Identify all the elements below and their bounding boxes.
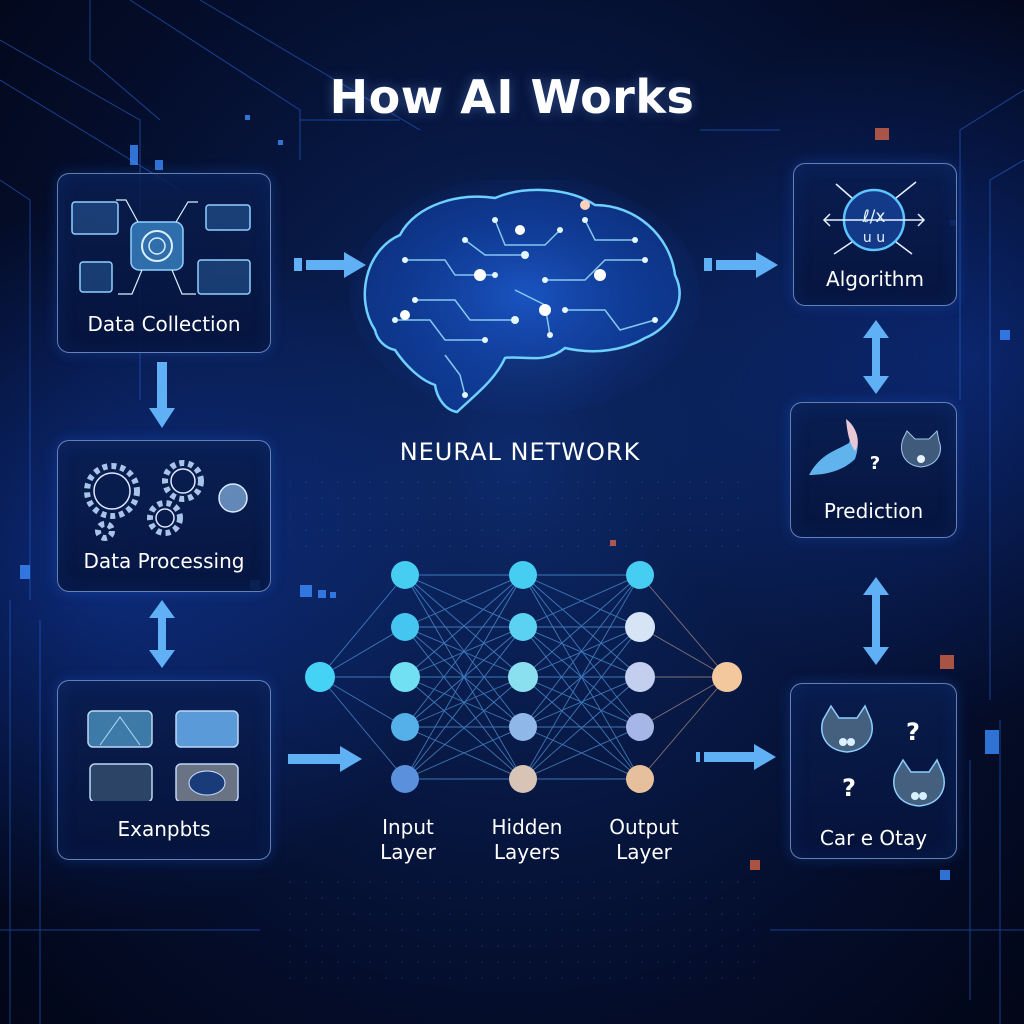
card-label: Prediction xyxy=(823,499,924,523)
card-label: Data Processing xyxy=(83,549,245,573)
card-examples: Exanpbts xyxy=(57,680,271,860)
arrow-updown-icon xyxy=(863,320,889,394)
card-label: Exanpbts xyxy=(117,817,211,841)
arrow-updown-icon xyxy=(863,577,889,665)
card-label: Car e Otay xyxy=(819,826,928,850)
svg-text:?: ? xyxy=(842,774,856,802)
svg-text:u u: u u xyxy=(863,230,885,246)
card-data-processing: Data Processing xyxy=(57,440,271,592)
svg-text:?: ? xyxy=(906,718,920,746)
card-cat-prediction: ? ? Car e Otay xyxy=(790,683,957,859)
arrow-right-icon xyxy=(294,252,366,278)
svg-text:ℓ/x: ℓ/x xyxy=(862,207,886,227)
neural-network-label: NEURAL NETWORK xyxy=(399,438,641,466)
card-prediction: ? Prediction xyxy=(790,402,957,538)
devices-icon xyxy=(71,199,251,295)
bird-cat-question-icon: ? xyxy=(809,419,941,475)
page-title: How AI Works xyxy=(329,70,695,124)
arrow-down-icon xyxy=(149,362,175,428)
formula-compass-icon: ℓ/x u u xyxy=(822,181,926,255)
brain-circuit-icon xyxy=(350,180,700,415)
card-algorithm: ℓ/x u u Algorithm xyxy=(793,163,957,306)
arrow-updown-icon xyxy=(149,600,175,668)
card-label: Algorithm xyxy=(826,267,924,291)
card-label: Data Collection xyxy=(87,312,241,336)
card-data-collection: Data Collection xyxy=(57,173,271,353)
gears-icon xyxy=(84,460,248,541)
arrow-right-icon xyxy=(288,746,362,772)
arrow-right-icon xyxy=(704,252,778,278)
cats-question-icon: ? ? xyxy=(821,704,945,807)
svg-text:?: ? xyxy=(870,453,880,474)
neural-network-diagram xyxy=(305,561,742,793)
example-images-icon xyxy=(87,710,239,801)
arrow-right-icon xyxy=(696,744,776,770)
